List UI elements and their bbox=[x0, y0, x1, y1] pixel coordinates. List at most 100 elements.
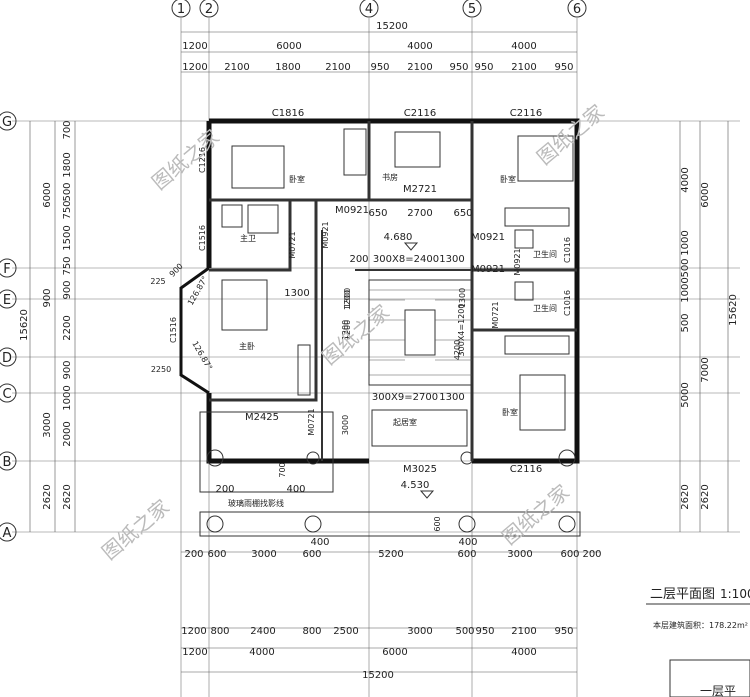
dim-bottom-a: 3000 bbox=[507, 549, 532, 560]
room-bath-1: 卫生间 bbox=[533, 249, 557, 259]
axis-label-C: C bbox=[2, 387, 11, 402]
dim-bottom-b: 1200 bbox=[181, 626, 206, 637]
dim-right-inner: 2620 bbox=[680, 484, 691, 509]
dim-left-inner: 1000 bbox=[62, 385, 73, 410]
left-dimensions: 15620 6000 900 3000 2620 700 1800 500 75… bbox=[19, 120, 76, 532]
top-dimensions: 15200 1200 6000 4000 4000 1200 2100 1800… bbox=[181, 21, 577, 73]
dim-top-row2: 950 bbox=[554, 62, 573, 73]
dim-bottom-a: 600 bbox=[207, 549, 226, 560]
dim-right-inner: 4000 bbox=[680, 167, 691, 192]
misc-dim: 700 bbox=[278, 462, 287, 477]
window-labels: C1816 C2116 C2116 C1216 C1516 C1516 C101… bbox=[169, 108, 572, 475]
balcony bbox=[199, 411, 581, 537]
door-label: M0921 bbox=[471, 232, 505, 243]
misc-dim: 200 bbox=[349, 254, 368, 265]
door-label: M0721 bbox=[491, 301, 500, 328]
dim-right-inner: 5000 bbox=[680, 382, 691, 407]
axis-label-A: A bbox=[3, 526, 12, 541]
axis-label-6: 6 bbox=[573, 2, 581, 17]
window-label: C1216 bbox=[198, 147, 207, 173]
watermark: 图纸之家 bbox=[497, 480, 574, 550]
dim-bottom-b: 950 bbox=[475, 626, 494, 637]
bay-angle: 126.87° bbox=[186, 275, 210, 307]
bottom-dimensions: 200 600 3000 600 5200 600 3000 600 200 1… bbox=[181, 549, 602, 681]
axis-label-1: 1 bbox=[177, 2, 185, 17]
stair-labels: 300X8=2400 300X9=2700 300X4=1200 1300 13… bbox=[343, 254, 466, 403]
door-label: M0921 bbox=[321, 221, 330, 248]
dim-left-outer: 6000 bbox=[42, 182, 53, 207]
dim-bottom-a: 600 bbox=[302, 549, 321, 560]
window-label: C2116 bbox=[510, 108, 542, 119]
dim-left-inner: 750 bbox=[62, 256, 73, 275]
dim-bottom-a: 600 bbox=[457, 549, 476, 560]
top-axis-markers: 1 2 4 5 6 bbox=[171, 0, 587, 18]
misc-dim: 1300 bbox=[284, 288, 309, 299]
dim-top-row2: 2100 bbox=[511, 62, 536, 73]
room-study: 书房 bbox=[382, 172, 398, 182]
plan-title: 二层平面图 bbox=[650, 587, 715, 602]
dim-left-overall: 15620 bbox=[19, 309, 30, 341]
watermark: 图纸之家 bbox=[147, 125, 224, 195]
dim-bottom-a: 200 bbox=[582, 549, 601, 560]
staircase bbox=[368, 279, 473, 386]
axis-label-G: G bbox=[2, 115, 12, 130]
dim-left-inner: 900 bbox=[62, 280, 73, 299]
right-dimensions: 6000 7000 2620 15620 4000 1000 500 1000 … bbox=[679, 121, 739, 532]
dim-bottom-a: 600 bbox=[560, 549, 579, 560]
exterior-walls bbox=[179, 118, 580, 464]
dim-right-outer: 6000 bbox=[700, 182, 711, 207]
dim-left-inner: 1500 bbox=[62, 225, 73, 250]
dim-bottom-b: 3000 bbox=[407, 626, 432, 637]
dim-bottom-b: 2500 bbox=[333, 626, 358, 637]
room-master-bedroom: 主卧 bbox=[239, 341, 255, 351]
furniture bbox=[221, 128, 574, 447]
dim-top-row2: 1800 bbox=[275, 62, 300, 73]
dim-left-inner: 750 bbox=[62, 200, 73, 219]
dim-top-row1: 4000 bbox=[407, 41, 432, 52]
title-block: 二层平面图 1:100 本层建筑面积：178.22m² 一层平 bbox=[646, 587, 750, 697]
window-label: C1816 bbox=[272, 108, 304, 119]
dim-bottom-b: 500 bbox=[455, 626, 474, 637]
dim-bottom-b: 2400 bbox=[250, 626, 275, 637]
dim-bottom-b: 950 bbox=[554, 626, 573, 637]
dim-bottom-b: 800 bbox=[302, 626, 321, 637]
area-note: 本层建筑面积：178.22m² bbox=[653, 620, 748, 630]
dim-right-overall: 15620 bbox=[728, 294, 739, 326]
dim-top-row2: 950 bbox=[449, 62, 468, 73]
dim-bottom-b: 2100 bbox=[511, 626, 536, 637]
door-label: M3025 bbox=[403, 464, 437, 475]
elevation-marks: 4.680 4.530 bbox=[384, 232, 435, 499]
door-label: M0721 bbox=[307, 408, 316, 435]
window-label: C1016 bbox=[563, 237, 572, 263]
stair-dim: 1300 bbox=[439, 392, 464, 403]
misc-dim: 600 bbox=[433, 516, 442, 531]
door-label: M0921 bbox=[335, 205, 369, 216]
misc-dim: 1300 bbox=[343, 288, 352, 308]
elevation-lower: 4.530 bbox=[401, 480, 430, 491]
watermark: 图纸之家 bbox=[97, 495, 174, 565]
misc-dim: 4200 bbox=[453, 340, 462, 360]
room-bedroom-ne: 卧室 bbox=[500, 174, 516, 184]
dim-top-row2: 2100 bbox=[224, 62, 249, 73]
dim-top-row2: 2100 bbox=[325, 62, 350, 73]
dim-right-outer: 2620 bbox=[700, 484, 711, 509]
dim-right-inner: 1000 bbox=[680, 230, 691, 255]
stair-dim: 300X8=2400 bbox=[373, 254, 439, 265]
room-labels: 卧室 书房 卧室 主卫 主卧 卫生间 卫生间 起居室 卧室 bbox=[239, 172, 557, 427]
dim-top-row2: 950 bbox=[474, 62, 493, 73]
stair-dim: 300X4=1200 bbox=[457, 304, 466, 357]
plan-scale: 1:100 bbox=[720, 587, 750, 601]
left-axis-markers: G F E D C B A bbox=[0, 111, 17, 542]
dim-right-inner: 500 bbox=[680, 258, 691, 277]
door-labels: M2721 M0921 M0921 M0921 M0921 M0921 M072… bbox=[245, 184, 522, 475]
dim-right-inner: 1000 bbox=[680, 277, 691, 302]
room-master-bath: 主卫 bbox=[240, 233, 256, 243]
misc-dim: 900 bbox=[168, 262, 185, 279]
elevation-upper: 4.680 bbox=[384, 232, 413, 243]
room-bedroom-nw: 卧室 bbox=[289, 174, 305, 184]
dim-bottom-c: 6000 bbox=[382, 647, 407, 658]
stair-dim: 300X9=2700 bbox=[372, 392, 438, 403]
misc-dim: 400 bbox=[286, 484, 305, 495]
watermark: 图纸之家 bbox=[532, 100, 609, 170]
dim-top-row1: 4000 bbox=[511, 41, 536, 52]
